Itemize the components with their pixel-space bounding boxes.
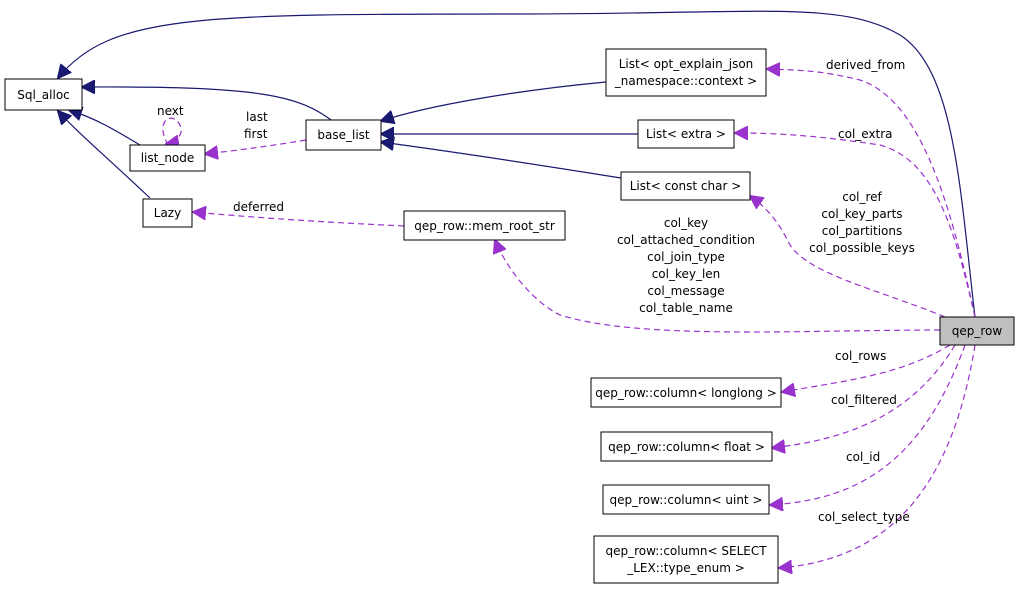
edge-label-group: next last first deferred derived_from co… xyxy=(157,58,915,524)
edge-label-next: next xyxy=(157,104,184,118)
node-sql_alloc[interactable]: Sql_alloc xyxy=(4,78,83,111)
node-list_context[interactable]: List< opt_explain_json _namespace::conte… xyxy=(605,48,767,97)
node-label-list_const_char: List< const char > xyxy=(630,179,742,193)
edge-qep_row-to-col_longlong xyxy=(782,344,951,392)
node-col_uint[interactable]: qep_row::column< uint > xyxy=(602,484,770,515)
edge-label-first: first xyxy=(244,127,268,141)
node-base_list[interactable]: base_list xyxy=(305,119,382,151)
edge-label-col_extra: col_extra xyxy=(838,127,893,141)
edge-label-deferred: deferred xyxy=(233,200,284,214)
edge-label-derived_from: derived_from xyxy=(826,58,905,72)
edge-lazy-to-sql_alloc xyxy=(58,111,151,199)
node-list_extra[interactable]: List< extra > xyxy=(637,119,735,149)
edge-qep_row-to-list_context xyxy=(767,69,976,318)
node-label-list_context-line2: _namespace::context > xyxy=(614,74,757,88)
node-list_node[interactable]: list_node xyxy=(129,144,206,172)
node-mem_root_str[interactable]: qep_row::mem_root_str xyxy=(403,210,566,241)
edge-label-col_attached_condition: col_attached_condition xyxy=(617,233,755,247)
edge-label-col_rows: col_rows xyxy=(835,349,886,363)
edge-qep_row-to-sql_alloc xyxy=(58,10,976,318)
edge-qep_row-to-list_extra xyxy=(735,133,976,318)
node-label-col_float: qep_row::column< float > xyxy=(608,440,765,454)
edge-label-col_message: col_message xyxy=(647,284,724,298)
node-label-sql_alloc: Sql_alloc xyxy=(17,88,70,102)
edge-label-col_key_len: col_key_len xyxy=(652,267,721,281)
node-label-list_extra: List< extra > xyxy=(646,127,726,141)
usage-edges xyxy=(162,69,976,568)
edge-label-col_table_name: col_table_name xyxy=(639,301,733,315)
edge-qep_row-to-col_select xyxy=(779,344,976,568)
edge-label-col_join_type: col_join_type xyxy=(647,250,725,264)
edge-label-col_ref: col_ref xyxy=(842,190,882,204)
edge-label-col_id: col_id xyxy=(846,450,880,464)
node-col_longlong[interactable]: qep_row::column< longlong > xyxy=(590,377,782,408)
edge-label-col_possible_keys: col_possible_keys xyxy=(809,241,915,255)
node-label-base_list: base_list xyxy=(317,128,370,142)
edge-label-last: last xyxy=(246,110,268,124)
node-lazy[interactable]: Lazy xyxy=(142,198,193,228)
node-label-qep_row: qep_row xyxy=(952,324,1003,338)
node-label-col_uint: qep_row::column< uint > xyxy=(609,493,762,507)
edge-qep_row-to-col_float xyxy=(772,344,956,448)
edge-mem_root_str-to-lazy xyxy=(193,212,405,227)
edge-list_const_char-to-base_list xyxy=(381,142,622,179)
node-col_float[interactable]: qep_row::column< float > xyxy=(600,431,773,462)
edge-label-col_select_type: col_select_type xyxy=(818,510,910,524)
edge-list_node-to-sql_alloc xyxy=(69,110,141,146)
node-label-col_select-line1: qep_row::column< SELECT xyxy=(605,544,767,558)
node-label-col_longlong: qep_row::column< longlong > xyxy=(595,386,777,400)
node-label-lazy: Lazy xyxy=(154,206,181,220)
edge-base_list-to-sql_alloc xyxy=(82,87,336,124)
edge-qep_row-to-col_uint xyxy=(770,344,966,505)
node-col_select[interactable]: qep_row::column< SELECT _LEX::type_enum … xyxy=(593,535,779,584)
node-label-list_node: list_node xyxy=(141,151,195,165)
edge-qep_row-to-mem_root_str xyxy=(495,240,941,333)
node-label-col_select-line2: _LEX::type_enum > xyxy=(626,561,745,575)
edge-label-col_key_parts: col_key_parts xyxy=(821,207,902,221)
inheritance-edges xyxy=(58,10,976,318)
node-label-mem_root_str: qep_row::mem_root_str xyxy=(414,219,555,233)
node-list_const_char[interactable]: List< const char > xyxy=(620,171,751,201)
edge-label-col_key: col_key xyxy=(664,216,708,230)
node-qep_row[interactable]: qep_row xyxy=(939,316,1015,346)
node-group: Sql_alloc list_node Lazy base_list List<… xyxy=(4,48,1015,584)
edge-list_context-to-base_list xyxy=(381,81,607,121)
node-label-list_context-line1: List< opt_explain_json xyxy=(619,57,754,71)
edge-base_list-to-list_node xyxy=(205,139,307,154)
edge-list_node-next-self xyxy=(162,117,182,145)
edge-label-col_filtered: col_filtered xyxy=(831,393,897,407)
edge-label-col_partitions: col_partitions xyxy=(822,224,902,238)
edge-qep_row-to-list_const_char xyxy=(750,196,946,318)
